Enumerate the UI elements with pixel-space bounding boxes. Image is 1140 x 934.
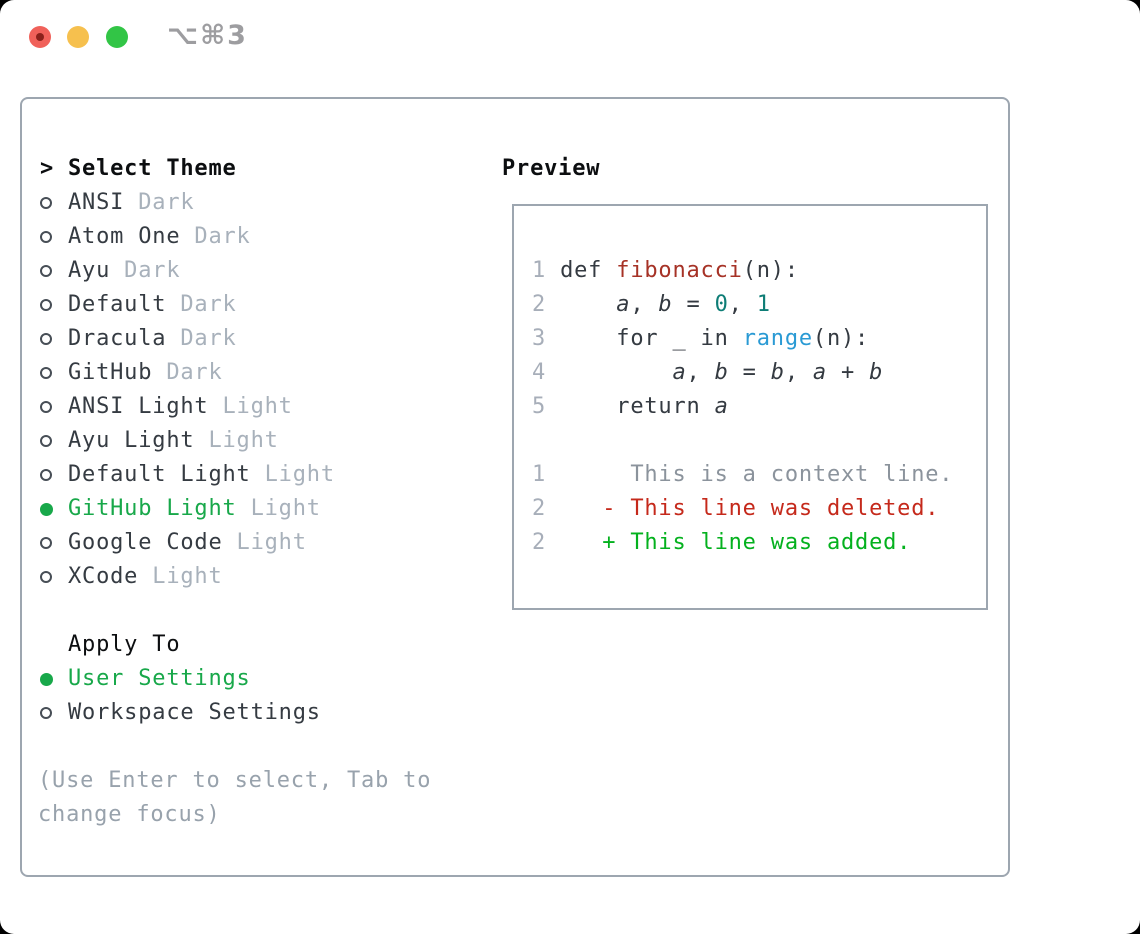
theme-option-label: ANSI bbox=[68, 190, 125, 215]
apply-to-header: Apply To bbox=[68, 628, 180, 662]
radio-icon bbox=[40, 333, 68, 345]
select-theme-header: > Select Theme bbox=[40, 152, 237, 186]
preview-line: 2 a, b = 0, 1 bbox=[532, 292, 771, 317]
theme-option-label: ANSI Light bbox=[68, 394, 209, 419]
apply-option-label: Workspace Settings bbox=[68, 700, 321, 725]
variant-tag: Dark bbox=[166, 326, 237, 351]
radio-icon bbox=[40, 231, 68, 243]
variant-tag: Dark bbox=[152, 360, 223, 385]
close-button[interactable] bbox=[29, 26, 51, 48]
theme-option-label: Dracula bbox=[68, 326, 167, 351]
preview-pane: 1 def fibonacci(n): 2 a, b = 0, 1 3 for _ … bbox=[512, 204, 988, 610]
theme-option-label: Google Code bbox=[68, 530, 223, 555]
zoom-button[interactable] bbox=[106, 26, 128, 48]
theme-option-label: Atom One bbox=[68, 224, 181, 249]
theme-option[interactable]: Default Dark bbox=[40, 288, 335, 322]
radio-icon bbox=[40, 401, 68, 413]
radio-icon bbox=[40, 707, 68, 719]
theme-option-label: Ayu bbox=[68, 258, 111, 283]
preview-line: 2 + This line was added. bbox=[532, 530, 912, 555]
focus-caret-icon: > bbox=[40, 156, 55, 181]
preview-line: 5 return a bbox=[532, 394, 729, 419]
radio-selected-icon bbox=[40, 672, 68, 686]
theme-option[interactable]: GitHub Light Light bbox=[40, 492, 335, 526]
variant-tag: Light bbox=[250, 462, 335, 487]
preview-line: 2 - This line was deleted. bbox=[532, 496, 940, 521]
variant-tag: Dark bbox=[180, 224, 251, 249]
apply-option[interactable]: User Settings bbox=[40, 662, 321, 696]
apply-to-title: Apply To bbox=[68, 632, 181, 657]
radio-icon bbox=[40, 537, 68, 549]
apply-option-label: User Settings bbox=[68, 666, 251, 691]
preview-line: 1 This is a context line. bbox=[532, 462, 954, 487]
radio-icon bbox=[40, 435, 68, 447]
theme-option[interactable]: Atom One Dark bbox=[40, 220, 335, 254]
radio-selected-icon bbox=[40, 502, 68, 516]
variant-tag: Light bbox=[138, 564, 223, 589]
variant-tag: Light bbox=[222, 530, 307, 555]
preview-line bbox=[532, 424, 986, 458]
theme-option[interactable]: XCode Light bbox=[40, 560, 335, 594]
select-theme-title: Select Theme bbox=[68, 156, 237, 181]
theme-option[interactable]: Ayu Dark bbox=[40, 254, 335, 288]
radio-icon bbox=[40, 265, 68, 277]
variant-tag: Light bbox=[208, 394, 293, 419]
theme-option-label: Ayu Light bbox=[68, 428, 195, 453]
minimize-button[interactable] bbox=[67, 26, 89, 48]
variant-tag: Dark bbox=[124, 190, 195, 215]
theme-option-label: GitHub bbox=[68, 360, 153, 385]
preview-title: Preview bbox=[502, 156, 601, 181]
variant-tag: Dark bbox=[110, 258, 181, 283]
radio-icon bbox=[40, 197, 68, 209]
preview-line: 3 for _ in range(n): bbox=[532, 326, 870, 351]
theme-option-label: Default Light bbox=[68, 462, 251, 487]
variant-tag: Dark bbox=[166, 292, 237, 317]
theme-option[interactable]: Dracula Dark bbox=[40, 322, 335, 356]
preview-line: 4 a, b = b, a + b bbox=[532, 360, 884, 385]
theme-option[interactable]: Google Code Light bbox=[40, 526, 335, 560]
radio-icon bbox=[40, 571, 68, 583]
theme-option[interactable]: GitHub Dark bbox=[40, 356, 335, 390]
radio-icon bbox=[40, 469, 68, 481]
radio-icon bbox=[40, 299, 68, 311]
keyboard-hint: (Use Enter to select, Tab to change focu… bbox=[38, 768, 432, 827]
theme-option-label: XCode bbox=[68, 564, 139, 589]
theme-option[interactable]: Ayu Light Light bbox=[40, 424, 335, 458]
theme-option-label: GitHub Light bbox=[68, 496, 237, 521]
apply-option[interactable]: Workspace Settings bbox=[40, 696, 321, 730]
preview-header: Preview bbox=[502, 152, 600, 186]
theme-option[interactable]: Default Light Light bbox=[40, 458, 335, 492]
theme-option-label: Default bbox=[68, 292, 167, 317]
window-title: ⌥⌘3 bbox=[167, 20, 248, 51]
radio-icon bbox=[40, 367, 68, 379]
variant-tag: Light bbox=[236, 496, 321, 521]
variant-tag: Light bbox=[194, 428, 279, 453]
theme-option[interactable]: ANSI Light Light bbox=[40, 390, 335, 424]
theme-option[interactable]: ANSI Dark bbox=[40, 186, 335, 220]
preview-line: 1 def fibonacci(n): bbox=[532, 258, 799, 283]
